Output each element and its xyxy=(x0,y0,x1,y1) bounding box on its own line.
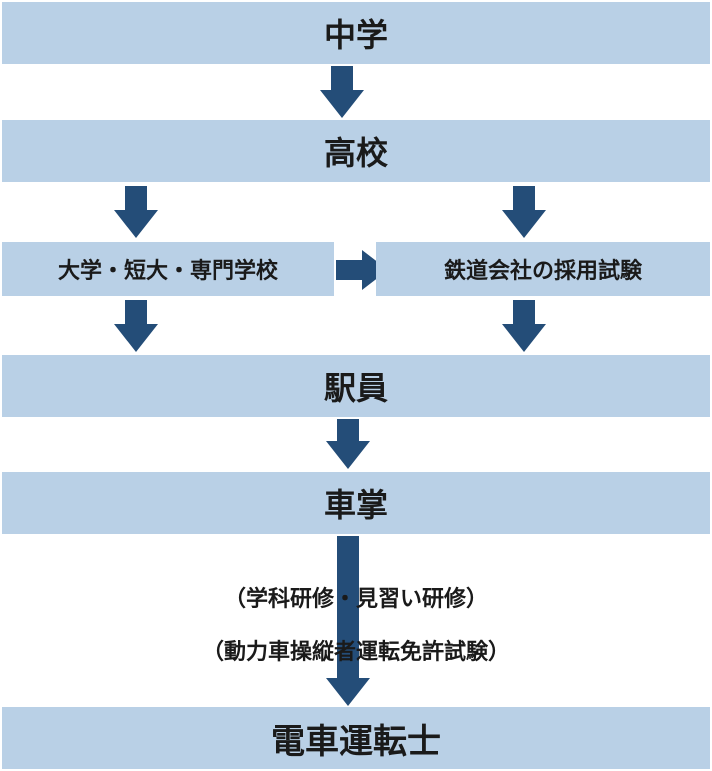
box-high-school-label: 高校 xyxy=(323,134,388,172)
box-university: 大学・短大・専門学校 xyxy=(2,242,334,296)
down-arrow-icon xyxy=(114,186,158,238)
box-railway-exam-label: 鉄道会社の採用試験 xyxy=(443,259,642,284)
box-middle-school-label: 中学 xyxy=(323,16,388,54)
box-conductor-label: 車掌 xyxy=(323,486,388,524)
box-conductor: 車掌 xyxy=(2,472,710,534)
box-train-driver: 電車運転士 xyxy=(2,707,710,769)
down-arrow-icon xyxy=(326,536,370,706)
box-university-label: 大学・短大・専門学校 xyxy=(57,259,278,284)
note-license-exam: （動力車操縦者運転免許試験） xyxy=(201,640,510,665)
box-station-staff-label: 駅員 xyxy=(323,369,388,407)
down-arrow-icon xyxy=(502,300,546,352)
note-training: （学科研修・見習い研修） xyxy=(223,587,488,612)
right-arrow-icon xyxy=(336,250,388,290)
box-middle-school: 中学 xyxy=(2,2,710,64)
down-arrow-icon xyxy=(320,66,364,118)
box-station-staff: 駅員 xyxy=(2,355,710,417)
box-train-driver-label: 電車運転士 xyxy=(271,721,441,762)
box-high-school: 高校 xyxy=(2,120,710,182)
box-railway-exam: 鉄道会社の採用試験 xyxy=(376,242,710,296)
down-arrow-icon xyxy=(502,186,546,238)
down-arrow-icon xyxy=(114,300,158,352)
down-arrow-icon xyxy=(326,419,370,469)
